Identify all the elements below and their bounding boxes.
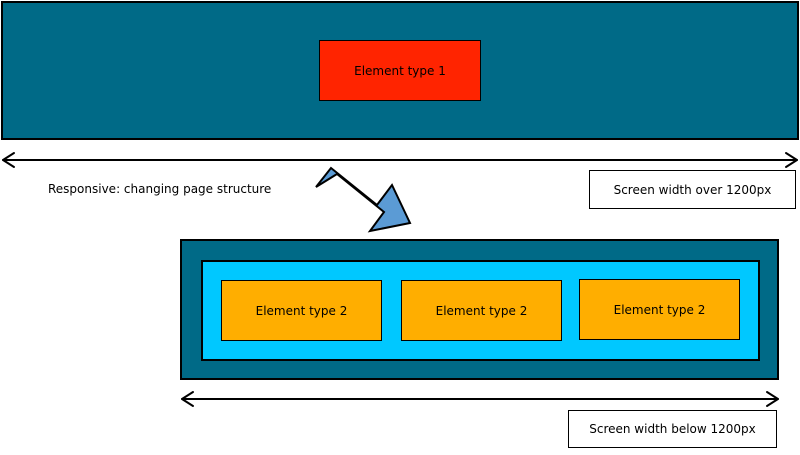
transition-arrow: [315, 166, 412, 233]
width-over-label-box: Screen width over 1200px: [589, 170, 796, 209]
element-type-2-box: Element type 2: [401, 280, 562, 341]
element-type-2-label: Element type 2: [435, 303, 528, 318]
element-type-2-label: Element type 2: [255, 303, 348, 318]
width-over-label: Screen width over 1200px: [613, 182, 772, 197]
top-width-arrow: [2, 152, 798, 168]
diagram-caption: Responsive: changing page structure: [48, 182, 272, 196]
element-type-1-label: Element type 1: [354, 63, 446, 78]
element-type-2-box: Element type 2: [221, 280, 382, 341]
element-type-1-box: Element type 1: [319, 40, 481, 101]
width-below-label: Screen width below 1200px: [589, 422, 756, 436]
element-type-2-box: Element type 2: [579, 279, 740, 340]
element-type-2-label: Element type 2: [613, 302, 706, 317]
bottom-width-arrow: [181, 391, 779, 407]
width-below-label-box: Screen width below 1200px: [568, 410, 777, 448]
